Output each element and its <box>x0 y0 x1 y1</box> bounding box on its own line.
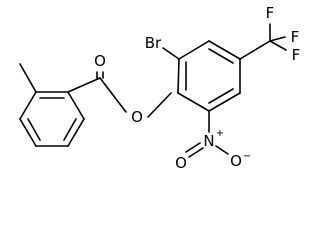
phenyl-ring <box>177 40 241 112</box>
toluyl-ring <box>19 91 85 147</box>
ring-inner-double-bond <box>63 118 77 141</box>
nitro-oxygen-charge: − <box>243 151 251 162</box>
molecule-diagram: Br O O F F F N + O O − <box>19 4 301 172</box>
methyl-bond <box>19 63 37 93</box>
ester-bond-2 <box>147 92 172 118</box>
cf-bond-right <box>269 40 287 51</box>
ring-inner-double-bond <box>27 118 41 141</box>
ring-bond <box>178 40 210 60</box>
fluorine-label-right: F <box>292 46 301 64</box>
ring-bond <box>19 91 37 120</box>
ester-oxygen-label: O <box>131 108 143 126</box>
ring-inner-double-bond <box>208 48 234 64</box>
nitro-single-bond <box>215 145 229 155</box>
ring-bond <box>208 40 241 60</box>
ring-inner-double-bond <box>208 88 234 104</box>
nitro-oxygen-left-label: O <box>175 154 187 172</box>
nitro-double-bond-b <box>185 142 201 153</box>
nitro-oxygen-right-label: O <box>230 152 242 170</box>
bromo-bond <box>162 47 180 60</box>
nitro-double-bond-a <box>188 147 204 158</box>
nitrogen-charge: + <box>216 128 224 139</box>
nitrogen-label: N <box>203 132 214 150</box>
cf-bond-mid <box>269 36 286 42</box>
ring-bond <box>177 58 180 94</box>
ring-bond <box>208 92 241 112</box>
ring-bond <box>67 91 85 120</box>
ring-bond <box>67 118 85 147</box>
bromine-label: Br <box>145 34 162 52</box>
structure-canvas: Br O O F F F N + O O − <box>19 4 301 172</box>
fluorine-label-mid: F <box>291 28 300 46</box>
carbonyl-oxygen-label: O <box>94 52 106 70</box>
cf3-bond <box>239 40 271 60</box>
ester-bond-1 <box>99 77 127 113</box>
ring-bond <box>19 118 37 147</box>
carbonyl-carbon-bond <box>67 77 101 93</box>
ring-bond <box>177 92 210 112</box>
fluorine-label-top: F <box>266 4 275 22</box>
